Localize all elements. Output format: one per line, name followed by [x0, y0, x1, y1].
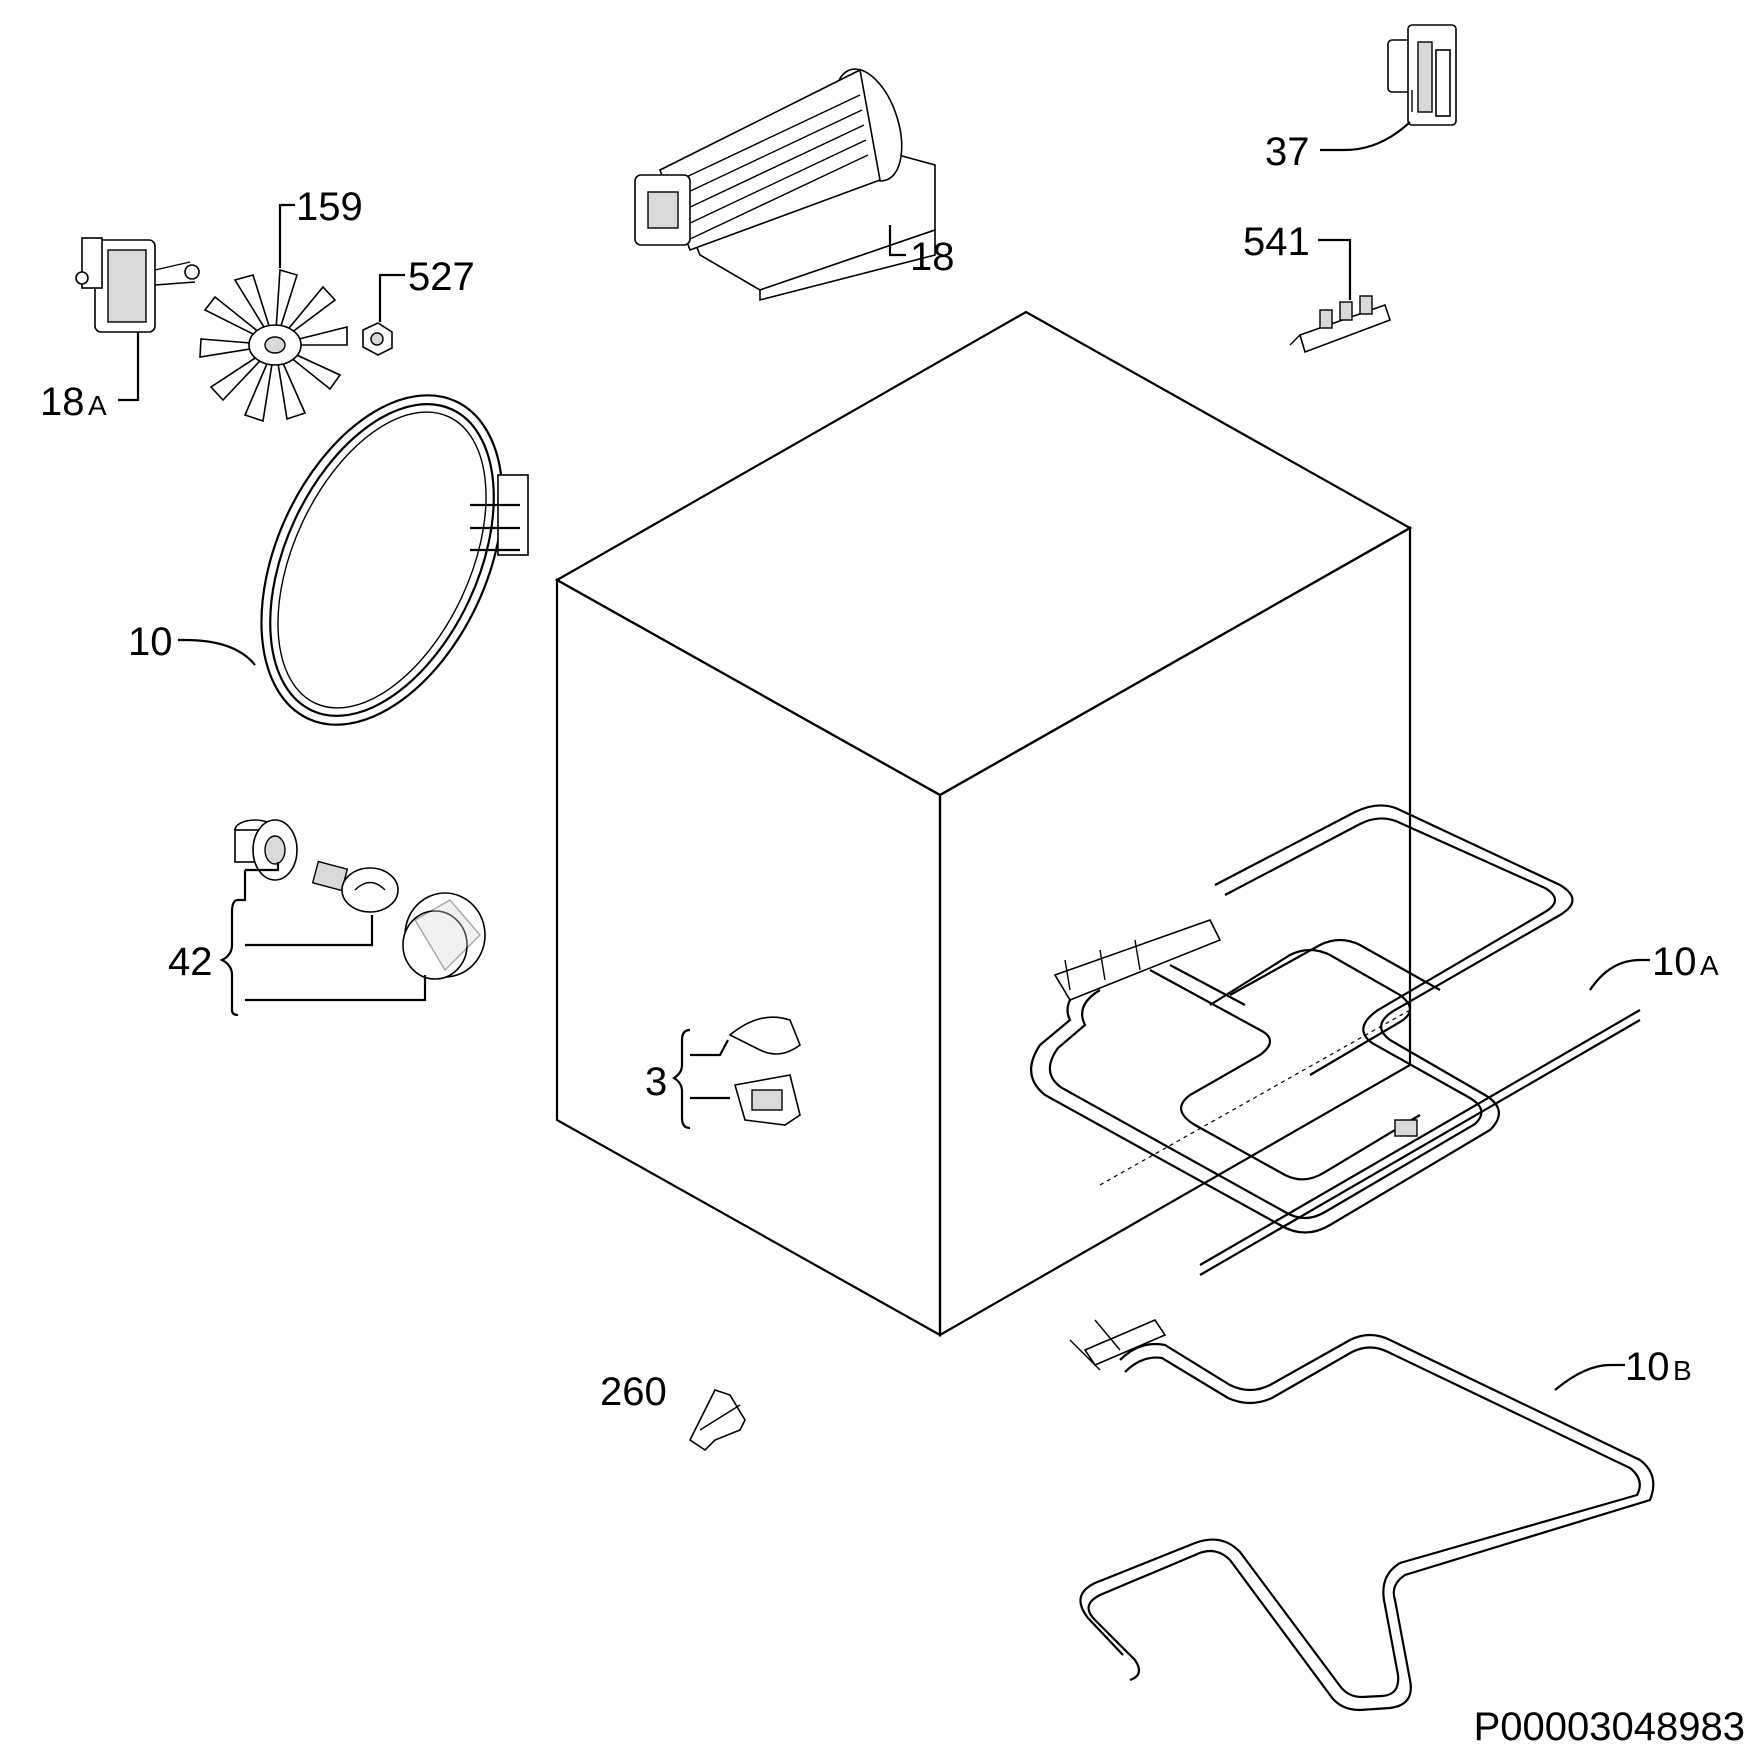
oven-cavity-box [554, 310, 1413, 1337]
fastener-clip-part [688, 1389, 746, 1452]
label-260: 260 [600, 1370, 667, 1414]
leader-541 [1318, 238, 1352, 300]
leader-159 [278, 203, 295, 268]
circular-heating-element-part [260, 394, 529, 726]
bracket-42 [219, 862, 427, 1017]
leader-18 [888, 225, 906, 257]
door-switch-part [1387, 24, 1457, 126]
clip-parts [728, 1016, 801, 1126]
label-10a-suffix: A [1700, 950, 1719, 981]
fan-impeller-part [199, 268, 348, 423]
nut-part [362, 322, 393, 356]
bracket-3 [671, 1028, 730, 1130]
leader-527 [378, 273, 405, 322]
label-10b-suffix: B [1673, 1355, 1692, 1386]
label-3: 3 [645, 1060, 667, 1104]
label-18a: 18 [40, 380, 85, 424]
tangential-fan-part [634, 68, 936, 302]
label-37: 37 [1265, 130, 1310, 174]
leader-10 [178, 638, 256, 666]
label-18: 18 [910, 235, 955, 279]
lamp-holder-part [234, 819, 298, 881]
label-10b: 10 [1625, 1345, 1670, 1389]
fan-motor-part [75, 237, 200, 333]
leader-10b [1554, 1363, 1625, 1391]
leader-18a [118, 332, 140, 402]
lamp-bulb-part [311, 860, 399, 913]
leader-37 [1320, 121, 1411, 152]
label-527: 527 [408, 255, 475, 299]
label-541: 541 [1243, 220, 1310, 264]
lamp-cover-part [402, 892, 486, 980]
leader-10a [1589, 958, 1650, 991]
label-18a-suffix: A [88, 390, 107, 421]
upper-grill-element-part [1030, 804, 1641, 1276]
terminal-connector-part [1289, 295, 1392, 354]
label-159: 159 [296, 185, 363, 229]
label-10a: 10 [1652, 940, 1697, 984]
label-10: 10 [128, 620, 173, 664]
lower-heating-element-part [1069, 1319, 1655, 1712]
label-42: 42 [168, 940, 213, 984]
drawing-code: P00003048983 [1474, 1705, 1745, 1749]
